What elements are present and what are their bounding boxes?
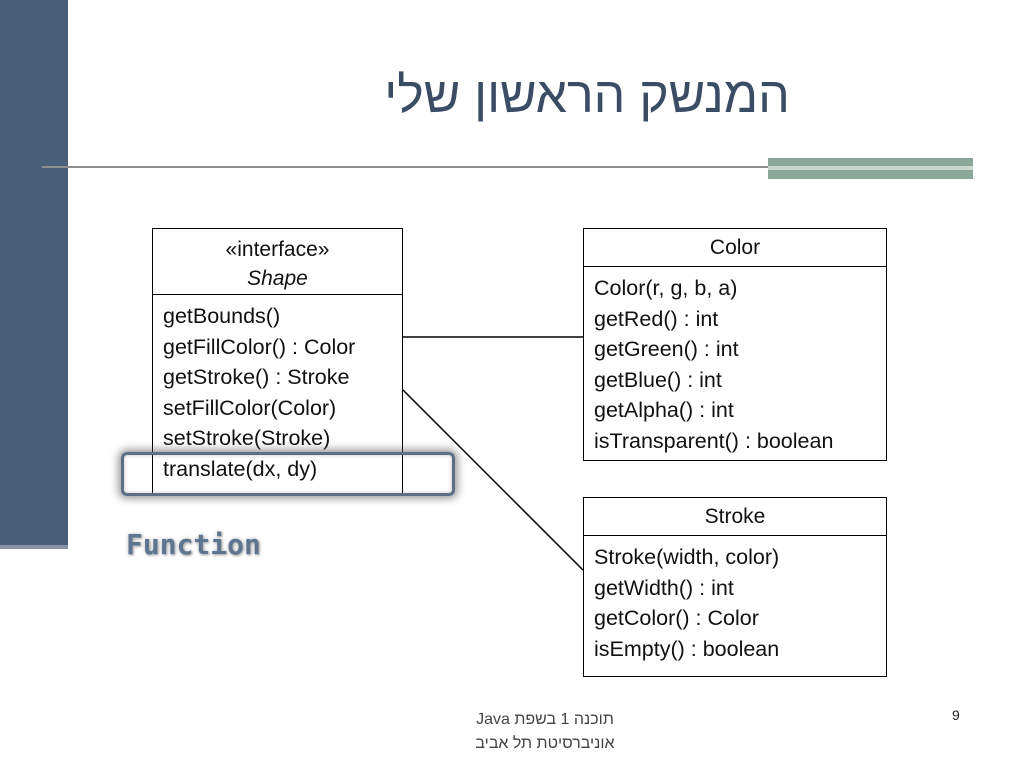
shape-method: getStroke() : Stroke bbox=[163, 365, 350, 389]
page-number: 9 bbox=[952, 707, 960, 723]
footer-university: אוניברסיטת תל אביב bbox=[475, 735, 615, 752]
stroke-method: getColor() : Color bbox=[594, 606, 759, 630]
stroke-method: isEmpty() : boolean bbox=[594, 636, 780, 661]
color-method: getBlue() : int bbox=[594, 367, 722, 392]
color-method: getAlpha() : int bbox=[594, 398, 734, 422]
stroke-name: Stroke bbox=[584, 498, 886, 536]
stroke-method: getWidth() : int bbox=[594, 575, 734, 600]
shape-name: Shape bbox=[247, 267, 308, 290]
stroke-methods: Stroke(width, color) getWidth() : int ge… bbox=[584, 536, 886, 670]
color-method: getRed() : int bbox=[594, 306, 719, 331]
color-class-box: Color Color(r, g, b, a) getRed() : int g… bbox=[583, 228, 887, 461]
color-methods: Color(r, g, b, a) getRed() : int getGree… bbox=[584, 267, 886, 462]
color-method: isTransparent() : boolean bbox=[594, 428, 834, 453]
color-name: Color bbox=[584, 229, 886, 267]
title-divider bbox=[42, 166, 972, 168]
translate-highlight-frame bbox=[121, 452, 455, 496]
shape-method: setStroke(Stroke) bbox=[163, 426, 331, 450]
left-sidebar-edge bbox=[0, 545, 68, 549]
color-method: getGreen() : int bbox=[594, 337, 739, 361]
stroke-class-box: Stroke Stroke(width, color) getWidth() :… bbox=[583, 497, 887, 677]
shape-methods: getBounds() getFillColor() : Color getSt… bbox=[153, 295, 402, 490]
shape-method: getFillColor() : Color bbox=[163, 334, 356, 359]
left-sidebar-bar bbox=[0, 0, 68, 545]
color-method: Color(r, g, b, a) bbox=[594, 276, 738, 300]
shape-stereotype: «interface» bbox=[225, 238, 330, 261]
shape-interface-box: «interface» Shape getBounds() getFillCol… bbox=[152, 228, 403, 496]
title-divider-accent bbox=[768, 158, 973, 179]
shape-method: getBounds() bbox=[163, 304, 281, 328]
slide-footer: תוכנה 1 בשפת Java אוניברסיטת תל אביב bbox=[420, 708, 670, 756]
function-annotation: Function bbox=[126, 528, 261, 561]
shape-method: setFillColor(Color) bbox=[163, 395, 337, 420]
stroke-method: Stroke(width, color) bbox=[594, 545, 780, 569]
shape-header: «interface» Shape bbox=[153, 229, 402, 295]
shape-method-translate: translate(dx, dy) bbox=[163, 456, 318, 481]
slide-title: המנשק הראשון שלי bbox=[384, 67, 790, 123]
footer-course: תוכנה 1 בשפת Java bbox=[476, 711, 614, 728]
